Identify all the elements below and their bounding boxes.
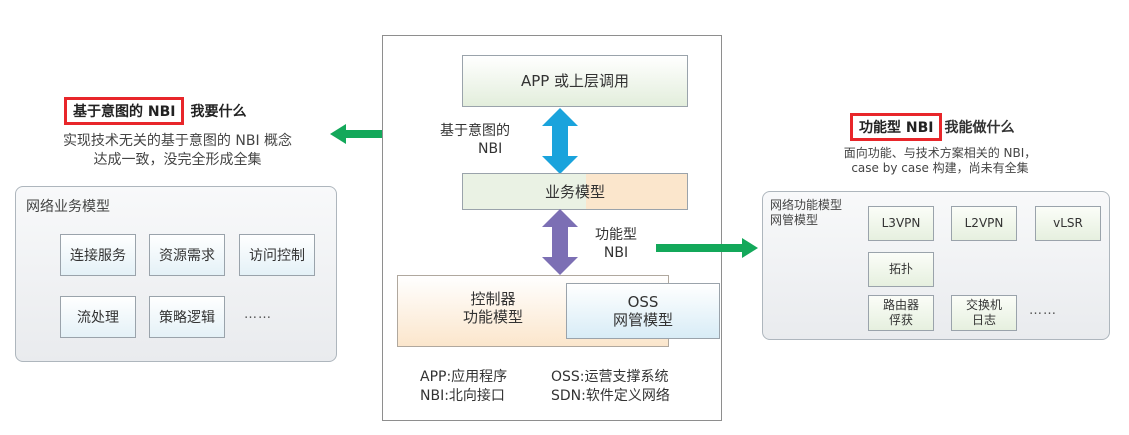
- oss-line2: 网管模型: [612, 311, 673, 329]
- network-function-model-line2: 网管模型: [770, 213, 819, 227]
- flow-processing-box: 流处理: [60, 296, 136, 338]
- controller-line2: 功能模型: [462, 308, 523, 326]
- right-desc-line2: case by case 构建，尚未有全集: [851, 161, 1029, 175]
- network-function-model-title: 网络功能模型 网管模型: [770, 198, 842, 228]
- access-control-box: 访问控制: [239, 234, 315, 276]
- resource-demand-box: 资源需求: [149, 234, 225, 276]
- right-title-rest: 我能做什么: [944, 120, 1015, 136]
- left-title: 基于意图的 NBI 我要什么: [64, 97, 247, 125]
- left-description: 实现技术无关的基于意图的 NBI 概念 达成一致，没完全形成全集: [20, 132, 335, 170]
- switch-log-box: 交换机 日志: [951, 295, 1017, 331]
- router-line1: 路由器: [882, 298, 919, 312]
- right-green-arrow: [656, 238, 758, 258]
- legend-sdn: SDN:软件定义网络: [551, 388, 670, 404]
- oss-nms-model-box: OSS 网管模型: [566, 283, 720, 339]
- network-function-model-line1: 网络功能模型: [770, 198, 843, 212]
- controller-line1: 控制器: [470, 290, 516, 308]
- intent-nbi-label: 基于意图的 NBI: [440, 122, 540, 158]
- left-desc-line1: 实现技术无关的基于意图的 NBI 概念: [62, 133, 293, 149]
- app-upper-call-box: APP 或上层调用: [462, 55, 688, 107]
- left-ellipsis: ……: [244, 307, 272, 322]
- legend-oss: OSS:运营支撑系统: [551, 369, 669, 385]
- legend-nbi: NBI:北向接口: [420, 388, 505, 404]
- right-ellipsis: ……: [1029, 303, 1057, 318]
- func-nbi-label: 功能型 NBI: [588, 226, 644, 262]
- connect-service-box: 连接服务: [60, 234, 136, 276]
- legend-app: APP:应用程序: [420, 369, 508, 385]
- right-title: 功能型 NBI 我能做什么: [850, 113, 1015, 141]
- network-business-model-title: 网络业务模型: [26, 199, 110, 215]
- switch-line2: 日志: [971, 313, 996, 327]
- right-description: 面向功能、与技术方案相关的 NBI， case by case 构建，尚未有全集: [775, 146, 1105, 176]
- intent-nbi-blue-arrow: [542, 108, 578, 174]
- right-desc-line1: 面向功能、与技术方案相关的 NBI，: [843, 146, 1037, 160]
- oss-line1: OSS: [627, 293, 659, 311]
- network-function-model-panel: 网络功能模型 网管模型 L3VPN L2VPN vLSR 拓扑 路由器 俘获 交…: [762, 191, 1110, 340]
- policy-logic-box: 策略逻辑: [149, 296, 225, 338]
- intent-nbi-line2: NBI: [478, 141, 503, 157]
- switch-line1: 交换机: [965, 298, 1002, 312]
- l2vpn-box: L2VPN: [951, 206, 1017, 241]
- func-nbi-line1: 功能型: [595, 227, 637, 243]
- vlsr-box: vLSR: [1035, 206, 1101, 241]
- left-desc-line2: 达成一致，没完全形成全集: [93, 152, 262, 168]
- intent-nbi-line1: 基于意图的: [440, 123, 510, 139]
- router-capture-box: 路由器 俘获: [868, 295, 934, 331]
- left-title-highlight: 基于意图的 NBI: [64, 97, 185, 125]
- business-model-box: 业务模型: [462, 173, 688, 210]
- network-business-model-panel: 网络业务模型 连接服务 资源需求 访问控制 流处理 策略逻辑 ……: [15, 186, 337, 362]
- right-title-highlight: 功能型 NBI: [850, 113, 943, 141]
- controller-label: 控制器 功能模型: [438, 290, 548, 326]
- topology-box: 拓扑: [868, 252, 934, 287]
- l3vpn-box: L3VPN: [868, 206, 934, 241]
- func-nbi-purple-arrow: [542, 209, 578, 275]
- func-nbi-line2: NBI: [603, 245, 629, 261]
- left-title-rest: 我要什么: [190, 104, 247, 120]
- router-line2: 俘获: [888, 313, 913, 327]
